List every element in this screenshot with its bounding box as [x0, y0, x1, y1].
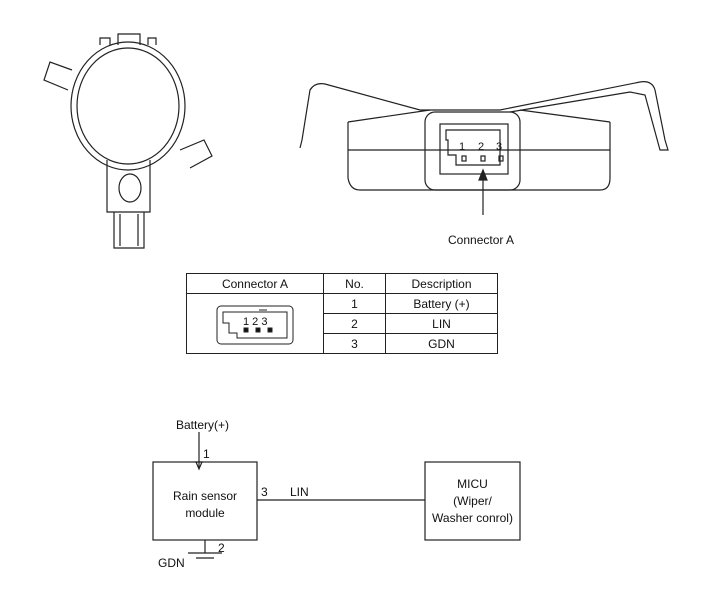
- pin2-label: 2: [218, 541, 225, 555]
- pin1-label: 1: [203, 447, 210, 461]
- table-row: 3 GDN: [187, 333, 498, 354]
- pin-label: 3: [496, 141, 503, 153]
- pin-description: LIN: [385, 313, 498, 334]
- table-row: 1 2 3 1 Battery (+): [186, 293, 498, 354]
- module-line: module: [185, 506, 225, 520]
- svg-text:1 2 3: 1 2 3: [243, 316, 267, 328]
- header-connector: Connector A: [186, 273, 324, 294]
- pin-description: Battery (+): [385, 293, 498, 314]
- pin-description: GDN: [385, 333, 498, 354]
- pin-no: 3: [323, 333, 386, 354]
- micu-line: (Wiper/: [453, 494, 492, 508]
- table-row: 2 LIN: [187, 313, 498, 334]
- micu-label: MICU (Wiper/ Washer conrol): [420, 476, 525, 527]
- pin3-label: 3: [261, 485, 268, 499]
- rain-sensor-top-view: [43, 33, 213, 249]
- lin-label: LIN: [290, 485, 309, 499]
- connector-pin-table: Connector A No. Description 1 2 3 1 Batt…: [186, 273, 498, 354]
- battery-label: Battery(+): [176, 418, 230, 432]
- table-header: Connector A No. Description: [186, 273, 498, 294]
- micu-line: MICU: [457, 477, 488, 491]
- pin-label: 2: [478, 141, 485, 153]
- rain-sensor-side-view: [299, 81, 669, 215]
- pin-label: 1: [459, 141, 466, 153]
- module-line: Rain sensor: [172, 489, 238, 503]
- ground-label: GDN: [158, 556, 185, 570]
- micu-line: Washer conrol): [432, 511, 513, 525]
- connector-a-image: 1 2 3: [186, 293, 324, 354]
- rain-sensor-module-label: Rain sensor module: [153, 488, 257, 522]
- pin-no: 1: [323, 293, 386, 314]
- pin-no: 2: [323, 313, 386, 334]
- connector-a-callout: Connector A: [448, 233, 515, 247]
- header-no: No.: [323, 273, 386, 294]
- wiring-schematic: [152, 432, 521, 559]
- micu-box: [424, 461, 521, 541]
- header-description: Description: [385, 273, 498, 294]
